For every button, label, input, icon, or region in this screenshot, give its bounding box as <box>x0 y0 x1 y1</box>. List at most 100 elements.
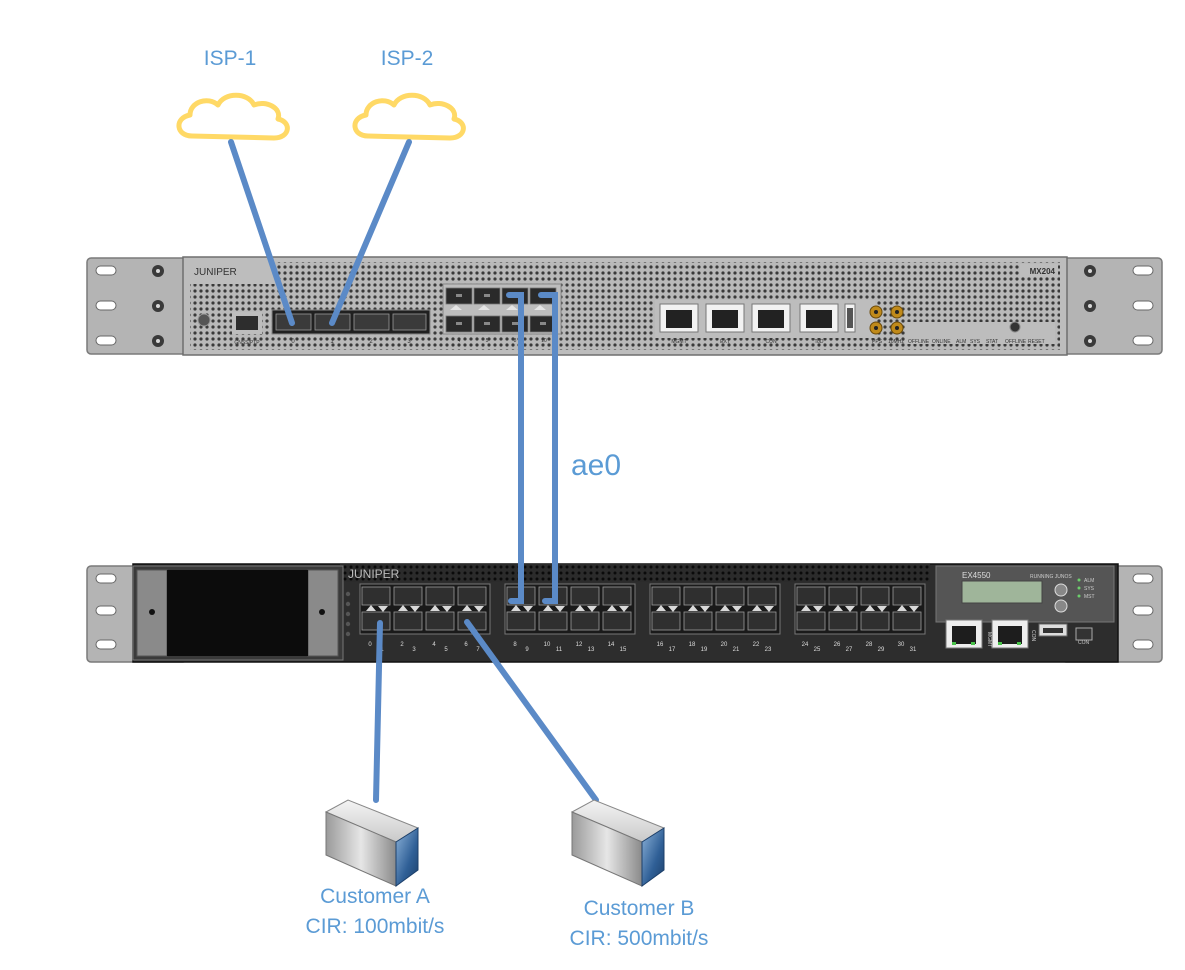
port-number: 24 <box>802 642 809 648</box>
port-arrow-icon <box>764 606 774 612</box>
sfp-port[interactable] <box>860 586 890 606</box>
svg-text:ONLINE: ONLINE <box>932 339 951 345</box>
customer-a-link <box>373 620 383 803</box>
sfp-port[interactable] <box>425 586 455 606</box>
switch-tagline: RUNNING JUNOS <box>1030 574 1072 580</box>
svg-text:ALM: ALM <box>1084 578 1094 584</box>
svg-text:10MHz: 10MHz <box>888 339 904 345</box>
ae0-member-1 <box>506 292 524 604</box>
sfp-port[interactable] <box>425 611 455 631</box>
port-number: 25 <box>814 647 821 653</box>
port-arrow-icon <box>366 605 376 611</box>
sfp-port[interactable] <box>747 586 777 606</box>
sfp-port[interactable] <box>796 611 826 631</box>
customer-b-link <box>464 619 599 803</box>
svg-text:10: 10 <box>541 338 547 344</box>
svg-text:GNSS/PTP: GNSS/PTP <box>234 340 260 346</box>
port-number: 17 <box>669 647 676 653</box>
sfp-port[interactable] <box>361 586 391 606</box>
switch-sfp-ports <box>359 583 926 635</box>
port-arrow-icon <box>607 605 617 611</box>
sfp-port[interactable] <box>715 586 745 606</box>
port-number: 7 <box>476 647 480 653</box>
port-number: 4 <box>432 642 436 648</box>
sfp-port[interactable] <box>828 586 858 606</box>
sfp-port[interactable] <box>892 611 922 631</box>
port-number: 16 <box>657 642 664 648</box>
sfp-port[interactable] <box>892 586 922 606</box>
customer-a-device <box>324 799 420 887</box>
svg-text:ToD: ToD <box>815 339 824 345</box>
port-arrow-icon <box>668 606 678 612</box>
port-arrow-icon <box>656 605 666 611</box>
svg-text:1: 1 <box>330 339 334 345</box>
isp1-uplink <box>228 139 295 326</box>
port-number: 20 <box>721 642 728 648</box>
sfp-port[interactable] <box>860 611 890 631</box>
sfp-port[interactable] <box>828 611 858 631</box>
svg-text:MGMT: MGMT <box>671 339 686 345</box>
svg-text:STAT: STAT <box>986 339 998 345</box>
port-arrow-icon <box>688 605 698 611</box>
port-number: 9 <box>525 647 529 653</box>
svg-text:CON: CON <box>1030 630 1036 642</box>
customer-a-label: Customer A CIR: 100mbit/s <box>265 882 485 942</box>
svg-text:5: 5 <box>486 338 489 344</box>
svg-text:PPS: PPS <box>872 339 883 345</box>
ae0-member-2 <box>538 292 558 604</box>
sfp-port[interactable] <box>602 586 632 606</box>
port-arrow-icon <box>398 605 408 611</box>
sfp-port[interactable] <box>796 586 826 606</box>
svg-text:MST: MST <box>1084 594 1095 600</box>
isp-cloud-1 <box>179 95 287 138</box>
ae0-label: ae0 <box>571 449 622 482</box>
sfp-port[interactable] <box>570 586 600 606</box>
port-arrow-icon <box>845 606 855 612</box>
port-arrow-icon <box>801 605 811 611</box>
port-number: 26 <box>834 642 841 648</box>
sfp-port[interactable] <box>715 611 745 631</box>
port-arrow-icon <box>619 606 629 612</box>
sfp-port[interactable] <box>683 611 713 631</box>
sfp-port[interactable] <box>506 611 536 631</box>
router-rj45-ports <box>659 303 856 333</box>
links <box>228 139 599 803</box>
svg-text:SYS: SYS <box>970 339 981 345</box>
router-brand: JUNIPER <box>194 267 237 278</box>
svg-text:EXT: EXT <box>720 339 730 345</box>
port-number: 22 <box>753 642 760 648</box>
port-number: 28 <box>866 642 873 648</box>
sfp-port[interactable] <box>538 611 568 631</box>
port-number: 12 <box>576 642 583 648</box>
sfp-port[interactable] <box>457 586 487 606</box>
port-number: 11 <box>556 647 563 653</box>
port-number: 30 <box>898 642 905 648</box>
port-arrow-icon <box>462 605 472 611</box>
isp-1-label: ISP-1 <box>203 47 257 70</box>
port-number: 13 <box>588 647 595 653</box>
sfp-port[interactable] <box>747 611 777 631</box>
sfp-port[interactable] <box>570 611 600 631</box>
customer-b-cir: CIR: 500mbit/s <box>569 927 709 950</box>
svg-text:RESET: RESET <box>1028 339 1045 345</box>
port-number: 29 <box>878 647 885 653</box>
sfp-port[interactable] <box>683 586 713 606</box>
sfp-port[interactable] <box>361 611 391 631</box>
isp2-uplink <box>329 139 412 326</box>
port-number: 23 <box>765 647 772 653</box>
sfp-port[interactable] <box>602 611 632 631</box>
port-arrow-icon <box>897 605 907 611</box>
port-number: 6 <box>464 642 468 648</box>
sfp-port[interactable] <box>393 611 423 631</box>
sfp-port[interactable] <box>651 611 681 631</box>
port-number: 19 <box>701 647 708 653</box>
switch-mgmt-ports <box>945 619 1029 649</box>
port-arrow-icon <box>813 606 823 612</box>
svg-text:OFFLINE: OFFLINE <box>908 339 930 345</box>
port-number: 27 <box>846 647 853 653</box>
port-number: 18 <box>689 642 696 648</box>
port-number: 10 <box>544 642 551 648</box>
sfp-port[interactable] <box>651 586 681 606</box>
sfp-port[interactable] <box>393 586 423 606</box>
